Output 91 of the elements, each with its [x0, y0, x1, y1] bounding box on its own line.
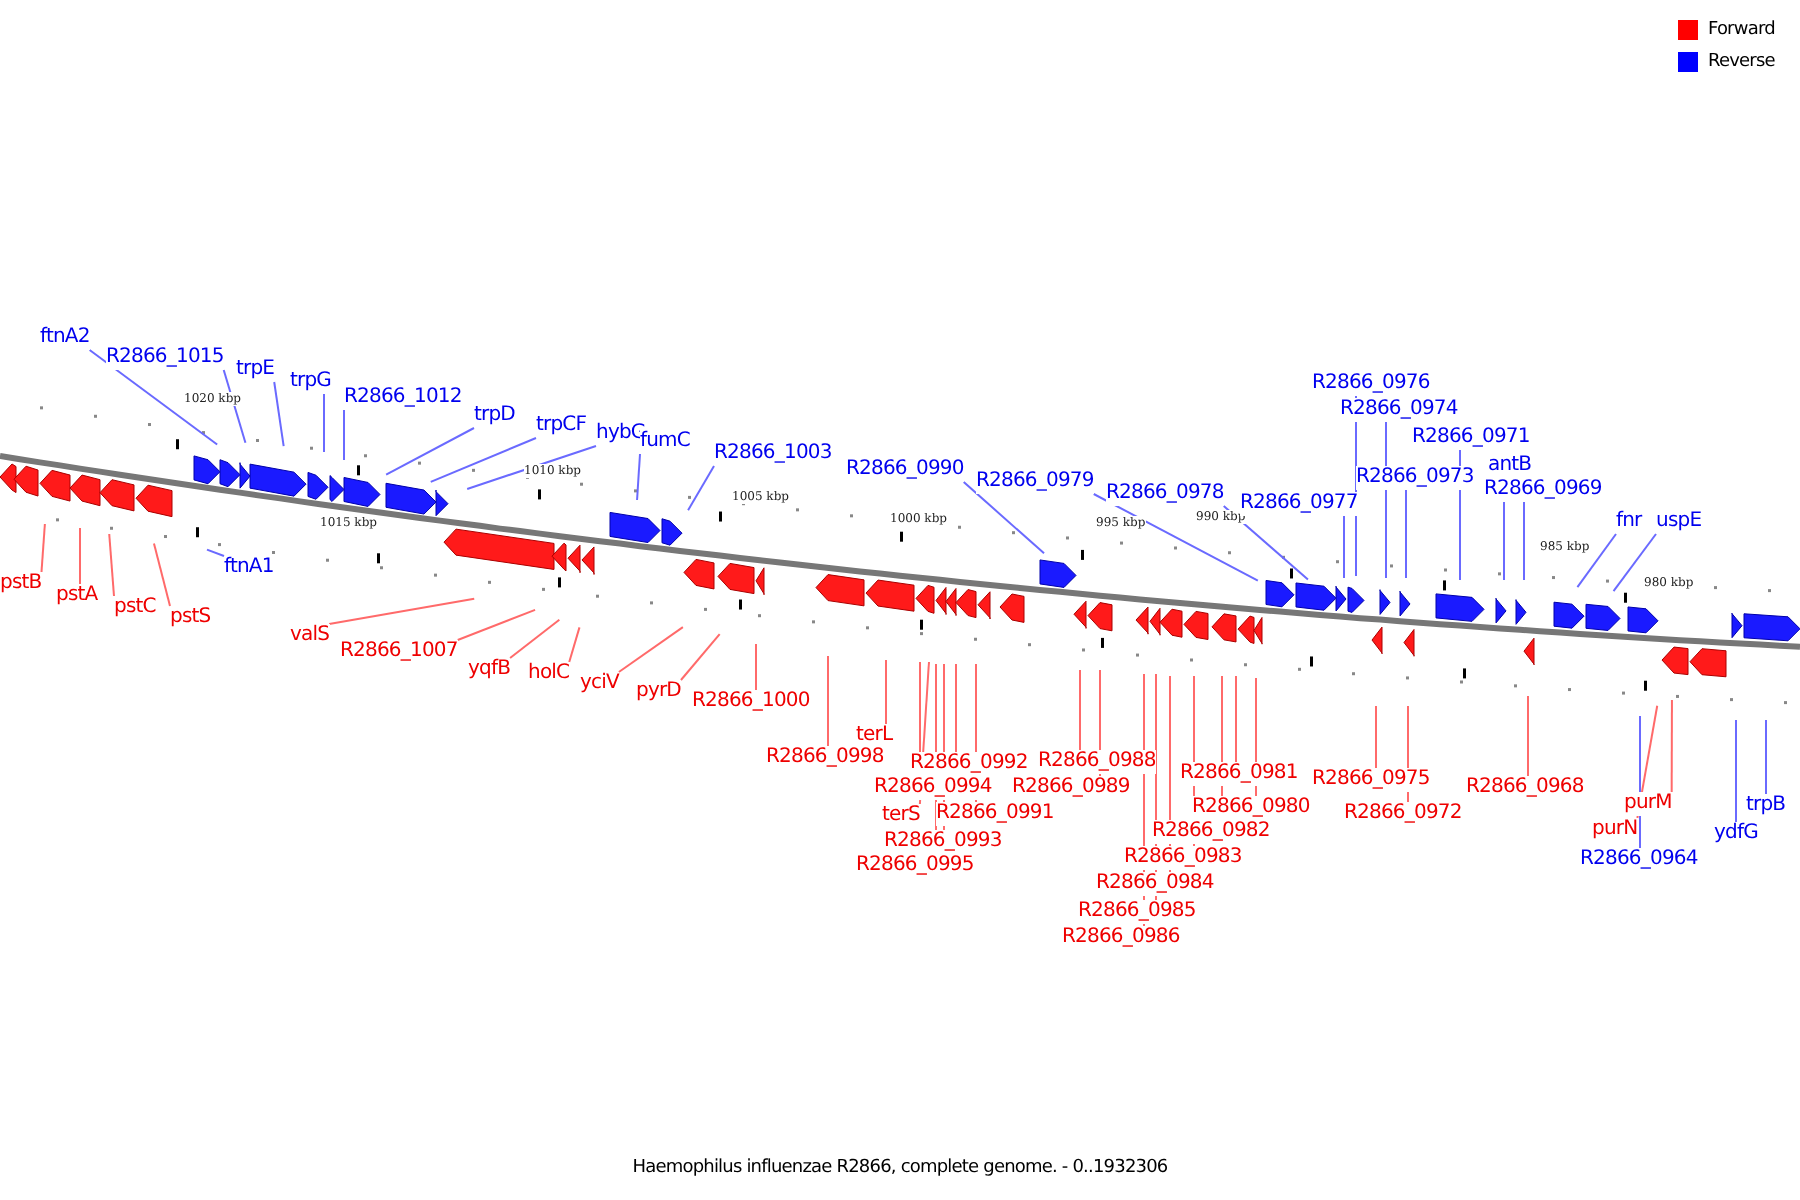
leader-line	[755, 643, 757, 691]
gene-label: R2866_1007	[340, 640, 458, 664]
leader-line	[385, 427, 475, 476]
leader-line	[1670, 699, 1673, 793]
gene-label: ydfG	[1714, 822, 1758, 846]
leader-line	[509, 618, 561, 659]
leader-line	[1612, 533, 1657, 593]
gene-label: R2866_1015	[106, 346, 224, 370]
leader-line	[343, 409, 345, 461]
gene-label: R2866_0975	[1312, 768, 1430, 792]
gene-label: R2866_0969	[1484, 478, 1602, 502]
leader-line	[1235, 675, 1237, 763]
gene-label: purN	[1592, 818, 1638, 842]
gene-label: R2866_0983	[1124, 846, 1242, 870]
leader-line	[617, 626, 684, 673]
gene-label: R2866_0988	[1038, 750, 1156, 774]
leader-line	[568, 626, 581, 663]
leader-line	[1222, 505, 1309, 581]
leader-line	[466, 445, 597, 490]
gene-label: R2866_0978	[1106, 482, 1224, 506]
gene-label: R2866_0980	[1192, 796, 1310, 820]
gene-label: R2866_0971	[1412, 426, 1530, 450]
gene-label: R2866_0994	[874, 776, 992, 800]
gene-label: R2866_0976	[1312, 372, 1430, 396]
leader-line	[88, 349, 219, 446]
gene-label: pyrD	[636, 680, 681, 704]
leader-line	[1639, 715, 1641, 849]
leader-line	[79, 527, 81, 585]
leader-line	[323, 393, 325, 453]
gene-label: R2866_0991	[936, 802, 1054, 826]
gene-label: R2866_0989	[1012, 776, 1130, 800]
gene-label: R2866_0977	[1240, 492, 1358, 516]
gene-label: pstS	[170, 606, 211, 630]
leader-line	[962, 481, 1046, 555]
leader-line	[273, 381, 285, 448]
leader-line	[687, 465, 715, 512]
leader-line	[679, 633, 721, 681]
gene-label: trpG	[290, 370, 332, 394]
leader-line	[1765, 719, 1767, 795]
leader-line	[1079, 669, 1081, 751]
leader-line	[206, 548, 225, 557]
gene-label: yqfB	[468, 658, 511, 682]
gene-label: trpD	[474, 404, 515, 428]
gene-label: R2866_0979	[976, 470, 1094, 494]
gene-label: R2866_0982	[1152, 820, 1270, 844]
leader-line	[1636, 704, 1659, 819]
gene-label: pstC	[114, 596, 156, 620]
gene-label: R2866_0974	[1340, 398, 1458, 422]
gene-label: trpB	[1746, 794, 1786, 818]
leader-line	[885, 659, 887, 725]
gene-label: R2866_0998	[766, 746, 884, 770]
gene-label: R2866_0985	[1078, 900, 1196, 924]
leader-line	[108, 532, 115, 597]
gene-label: R2866_1003	[714, 442, 832, 466]
gene-label: R2866_0964	[1580, 848, 1698, 872]
gene-label: R2866_0968	[1466, 776, 1584, 800]
gene-label: R2866_0992	[910, 752, 1028, 776]
leader-line	[1735, 719, 1737, 823]
leader-line	[827, 655, 829, 747]
gene-label: uspE	[1656, 510, 1702, 534]
gene-label: R2866_0981	[1180, 762, 1298, 786]
leader-line	[328, 597, 476, 625]
gene-label: R2866_0972	[1344, 802, 1462, 826]
leader-line	[456, 608, 537, 641]
leader-line	[1375, 705, 1377, 769]
gene-label: trpCF	[536, 414, 587, 438]
leader-line	[1523, 501, 1525, 581]
leader-line	[1343, 515, 1345, 579]
gene-label: R2866_0990	[846, 458, 964, 482]
leader-line	[1576, 533, 1617, 589]
gene-label: pstA	[56, 584, 98, 608]
gene-label: purM	[1624, 792, 1672, 816]
gene-label: R2866_0973	[1356, 466, 1474, 490]
leader-line	[955, 663, 957, 753]
leader-line	[429, 437, 537, 483]
gene-label: R2866_1012	[344, 386, 462, 410]
gene-label: R2866_0984	[1096, 872, 1214, 896]
gene-label: R2866_0986	[1062, 926, 1180, 950]
leader-line	[1405, 489, 1407, 579]
leader-line	[1092, 493, 1259, 582]
leader-line	[152, 542, 171, 607]
gene-label: yciV	[580, 672, 619, 696]
leader-line	[40, 522, 46, 573]
gene-label: R2866_0995	[856, 854, 974, 878]
gene-label: R2866_0993	[884, 830, 1002, 854]
leader-line	[1527, 695, 1529, 777]
gene-label: trpE	[236, 358, 275, 382]
gene-label: pstB	[0, 572, 42, 596]
gene-label: ftnA2	[40, 326, 90, 350]
leader-line	[636, 453, 641, 502]
gene-label: R2866_1000	[692, 690, 810, 714]
